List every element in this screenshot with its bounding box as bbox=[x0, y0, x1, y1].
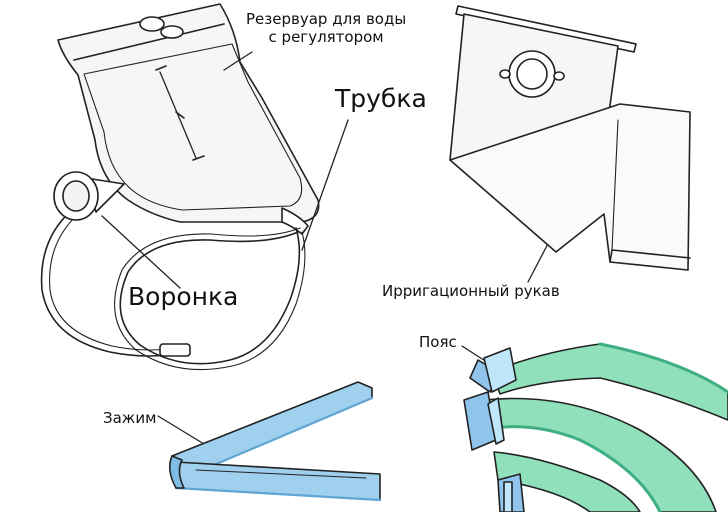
tube-leader-line bbox=[301, 119, 349, 251]
reservoir-label-line1: Резервуар для воды bbox=[246, 10, 407, 28]
belt bbox=[463, 342, 728, 512]
funnel-label: Воронка bbox=[128, 282, 239, 311]
funnel-leader-line bbox=[101, 215, 181, 289]
sleeve-label: Ирригационный рукав bbox=[382, 282, 560, 300]
reservoir-label-line2: с регулятором bbox=[268, 28, 384, 46]
reservoir-label: Резервуар для воды с регулятором bbox=[246, 10, 406, 46]
reservoir-leader-line bbox=[223, 51, 253, 71]
clamp-leader-line bbox=[157, 415, 205, 445]
tube-label: Трубка bbox=[335, 84, 427, 113]
belt-label: Пояс bbox=[419, 333, 457, 351]
water-reservoir-bag bbox=[57, 3, 320, 235]
clamp bbox=[168, 381, 382, 502]
irrigation-sleeve bbox=[449, 5, 691, 271]
funnel bbox=[53, 171, 125, 221]
tube bbox=[40, 209, 306, 371]
clamp-label: Зажим bbox=[103, 409, 157, 427]
